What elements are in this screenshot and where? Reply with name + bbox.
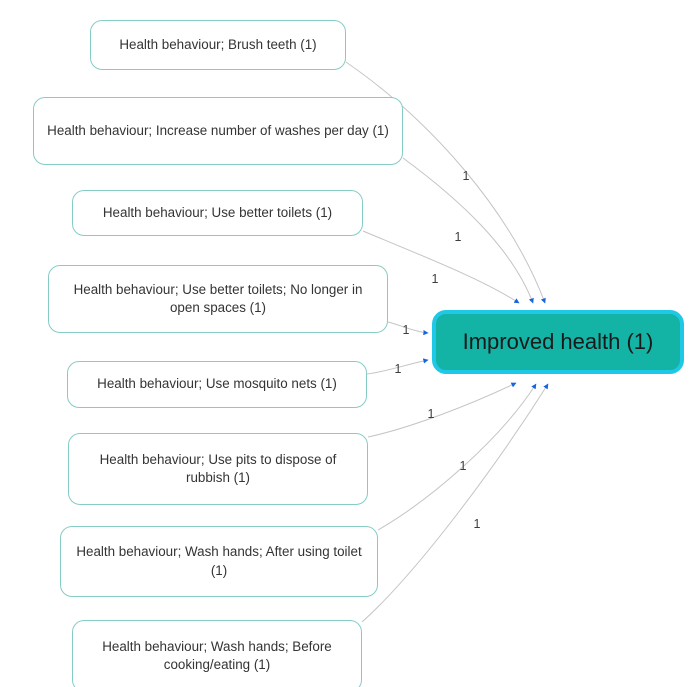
edge-label-e2: 1 <box>454 230 462 244</box>
node-label-improved-health: Improved health (1) <box>462 328 654 354</box>
node-wash-hands-after-toilet[interactable]: Health behaviour; Wash hands; After usin… <box>60 526 378 597</box>
node-pits-dispose-rubbish[interactable]: Health behaviour; Use pits to dispose of… <box>68 433 368 505</box>
edge-label-e7: 1 <box>459 459 467 473</box>
node-label-increase-washes: Health behaviour; Increase number of was… <box>47 122 389 138</box>
node-improved-health[interactable]: Improved health (1) <box>432 310 684 374</box>
edge-wash-hands-before-food-to-improved-health[interactable] <box>361 383 549 623</box>
node-no-longer-open-spaces[interactable]: Health behaviour; Use better toilets; No… <box>48 265 388 333</box>
edge-label-e5: 1 <box>394 362 402 376</box>
edge-pits-dispose-rubbish-to-improved-health[interactable] <box>367 382 517 438</box>
edge-label-e8: 1 <box>473 517 481 531</box>
edge-increase-washes-to-improved-health[interactable] <box>402 157 534 304</box>
node-label-mosquito-nets: Health behaviour; Use mosquito nets (1) <box>97 376 337 392</box>
node-mosquito-nets[interactable]: Health behaviour; Use mosquito nets (1) <box>67 361 367 408</box>
edge-label-e4: 1 <box>402 323 410 337</box>
node-label-brush-teeth: Health behaviour; Brush teeth (1) <box>119 36 317 52</box>
node-use-better-toilets[interactable]: Health behaviour; Use better toilets (1) <box>72 190 363 236</box>
edge-no-longer-open-spaces-to-improved-health[interactable] <box>387 321 429 336</box>
node-label-pits-dispose-rubbish: Health behaviour; Use pits to dispose of… <box>99 451 337 485</box>
node-increase-washes[interactable]: Health behaviour; Increase number of was… <box>33 97 403 165</box>
node-label-wash-hands-after-toilet: Health behaviour; Wash hands; After usin… <box>76 544 362 578</box>
edge-label-e1: 1 <box>462 169 470 183</box>
edge-wash-hands-after-toilet-to-improved-health[interactable] <box>377 383 537 531</box>
node-label-no-longer-open-spaces: Health behaviour; Use better toilets; No… <box>73 281 363 315</box>
node-wash-hands-before-food[interactable]: Health behaviour; Wash hands; Before coo… <box>72 620 362 687</box>
edge-label-e3: 1 <box>431 272 439 286</box>
node-label-wash-hands-before-food: Health behaviour; Wash hands; Before coo… <box>102 638 332 672</box>
node-brush-teeth[interactable]: Health behaviour; Brush teeth (1) <box>90 20 346 70</box>
edge-mosquito-nets-to-improved-health[interactable] <box>366 358 429 375</box>
node-label-use-better-toilets: Health behaviour; Use better toilets (1) <box>102 204 333 220</box>
edge-label-e6: 1 <box>427 407 435 421</box>
